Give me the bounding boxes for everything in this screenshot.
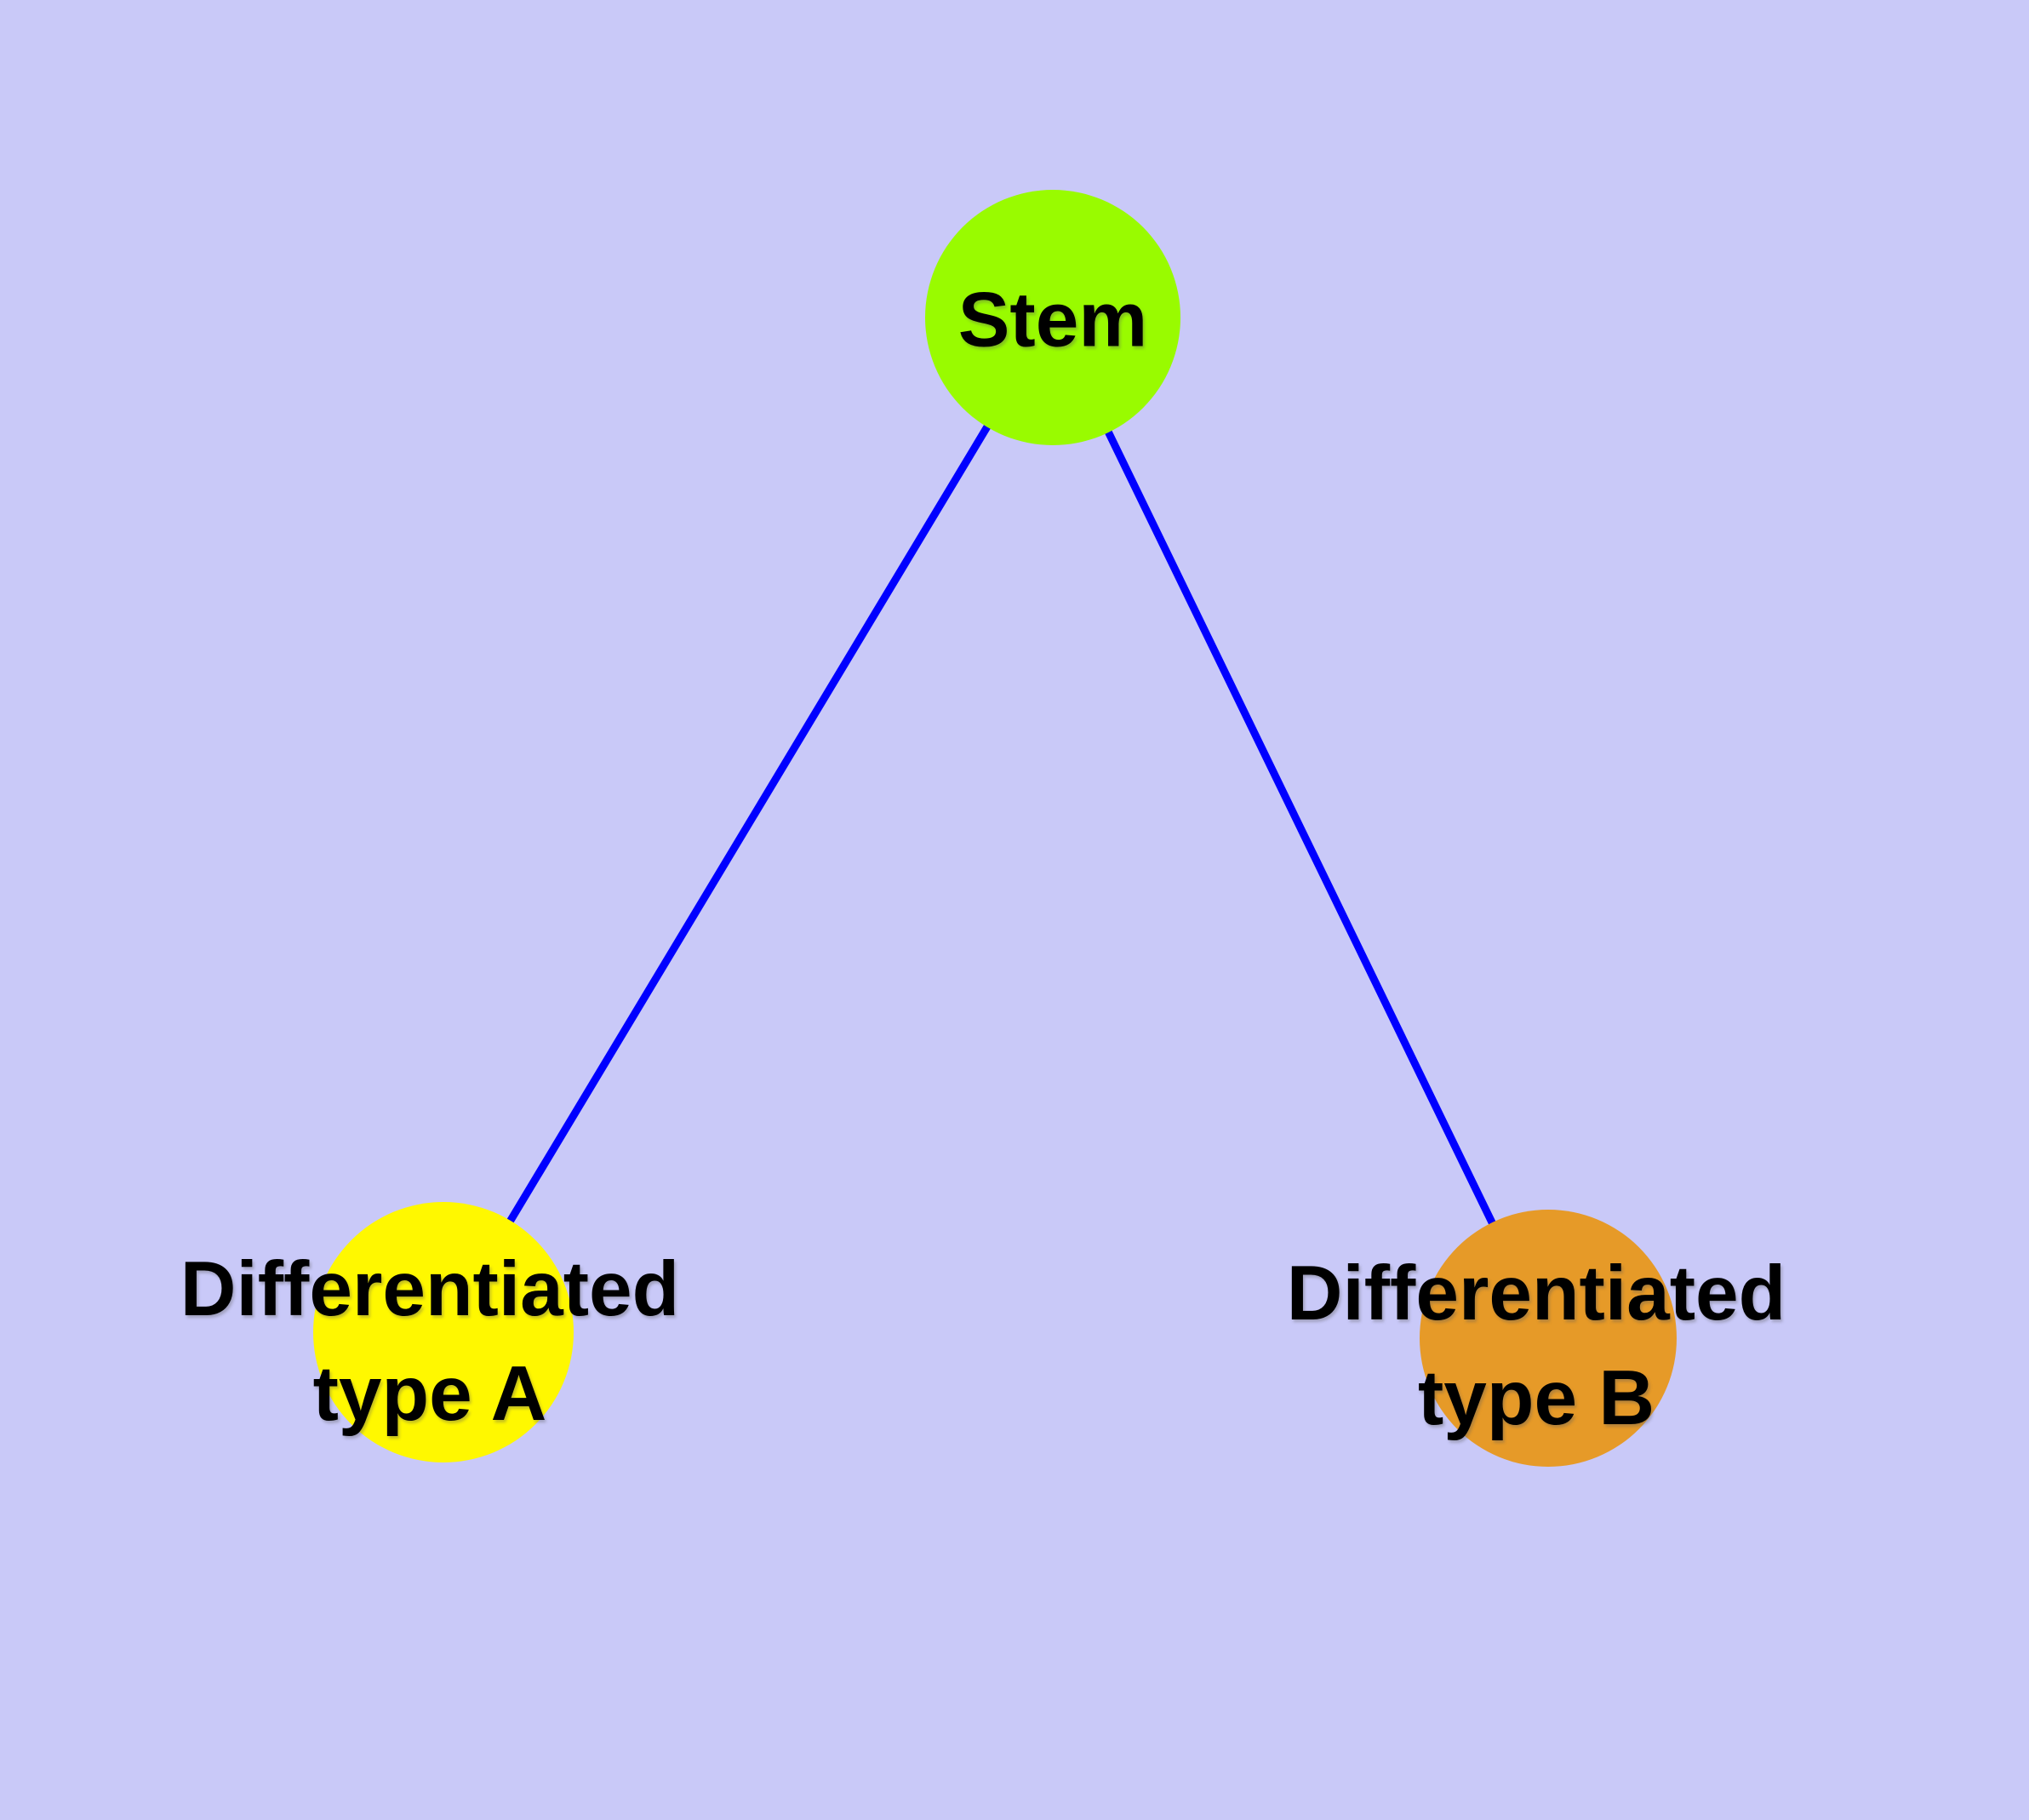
node-stem — [925, 190, 1180, 445]
edge-stem-to-type-a — [440, 315, 1056, 1335]
node-label-differentiated-type-a: Differentiated type A — [180, 1237, 680, 1446]
node-label-stem: Stem — [958, 268, 1148, 373]
node-label-type-b-line1: Differentiated — [1286, 1251, 1786, 1336]
node-label-type-a-line2: type A — [312, 1351, 547, 1437]
node-label-differentiated-type-b: Differentiated type B — [1287, 1241, 1786, 1451]
node-differentiated-type-a — [313, 1202, 574, 1462]
edge-stem-to-type-b — [1049, 316, 1552, 1340]
node-label-stem-text: Stem — [957, 277, 1148, 363]
node-differentiated-type-b — [1420, 1210, 1677, 1467]
node-label-type-a-line1: Differentiated — [180, 1246, 680, 1332]
node-label-type-b-line2: type B — [1417, 1355, 1655, 1441]
